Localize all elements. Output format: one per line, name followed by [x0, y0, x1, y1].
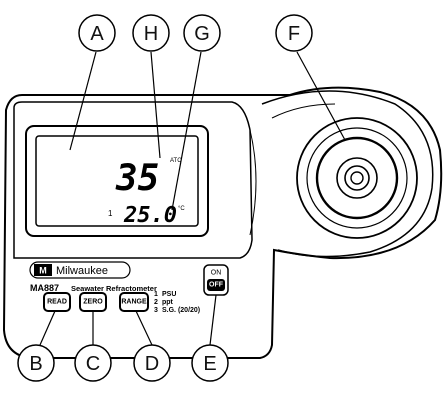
model-number: MA887: [30, 283, 59, 293]
off-key: [207, 279, 225, 291]
range-label-3: S.G. (20/20): [162, 307, 200, 314]
leader-a: [69, 51, 97, 151]
lcd-screen: [35, 135, 199, 227]
brand-logo-letter: M: [39, 266, 47, 276]
zero-button-label: ZERO: [83, 299, 103, 306]
range-label-2: ppt: [162, 299, 174, 306]
zero-button[interactable]: ZERO: [79, 292, 107, 312]
range-label-1: PSU: [162, 291, 176, 298]
atc-indicator: ATC: [170, 158, 182, 164]
lcd-display: 35 ATC 1 25.0 °C: [25, 125, 209, 237]
callout-c: C: [74, 344, 112, 382]
leader-f: [296, 51, 346, 141]
panel-contour: [13, 101, 253, 259]
well-housing-inner-arc: [271, 103, 336, 119]
callout-d: D: [133, 344, 171, 382]
callout-f: F: [275, 14, 313, 52]
callout-f-label: F: [288, 23, 300, 45]
leader-h: [150, 51, 161, 159]
off-label: OFF: [209, 282, 224, 289]
range-indicator: 1: [108, 209, 113, 218]
leader-e: [209, 294, 217, 346]
callout-d-label: D: [145, 353, 159, 375]
read-button[interactable]: READ: [43, 292, 71, 312]
sample-well: [296, 117, 418, 239]
on-label: ON: [211, 270, 222, 277]
range-button[interactable]: RANGE: [119, 292, 149, 312]
brand-badge: M Milwaukee MA887 Seawater Refractometer: [29, 261, 157, 293]
callout-e: E: [191, 344, 229, 382]
main-reading: 35: [115, 158, 159, 199]
callout-c-label: C: [86, 353, 100, 375]
leader-g: [171, 51, 202, 211]
callout-g: G: [183, 14, 221, 52]
range-num-3: 3: [154, 307, 158, 314]
model-description: Seawater Refractometer: [71, 284, 157, 293]
brand-pill: [29, 261, 131, 279]
range-num-1: 1: [154, 291, 158, 298]
temperature-unit: °C: [178, 206, 185, 212]
callout-g-label: G: [194, 23, 210, 45]
callout-h: H: [132, 14, 170, 52]
range-num-2: 2: [154, 299, 158, 306]
range-list: 1 PSU 2 ppt 3 S.G. (20/20): [154, 291, 200, 314]
brand-name: Milwaukee: [56, 265, 108, 277]
callout-b-label: B: [29, 353, 42, 375]
leader-d: [135, 310, 153, 346]
brand-logo-mark: [34, 264, 52, 276]
well-housing-arc: [261, 90, 434, 258]
read-button-label: READ: [47, 299, 67, 306]
callout-a: A: [78, 14, 116, 52]
temperature-reading: 25.0: [123, 203, 177, 228]
callout-b: B: [17, 344, 55, 382]
leader-b: [39, 310, 56, 346]
callout-a-label: A: [90, 23, 104, 45]
leader-lines: [39, 51, 346, 346]
well-prism-center: [350, 171, 364, 185]
body-groove: [249, 129, 257, 236]
callout-h-label: H: [144, 23, 158, 45]
range-button-label: RANGE: [121, 299, 147, 306]
callout-e-label: E: [203, 353, 216, 375]
on-off-button[interactable]: ON OFF: [203, 264, 229, 296]
